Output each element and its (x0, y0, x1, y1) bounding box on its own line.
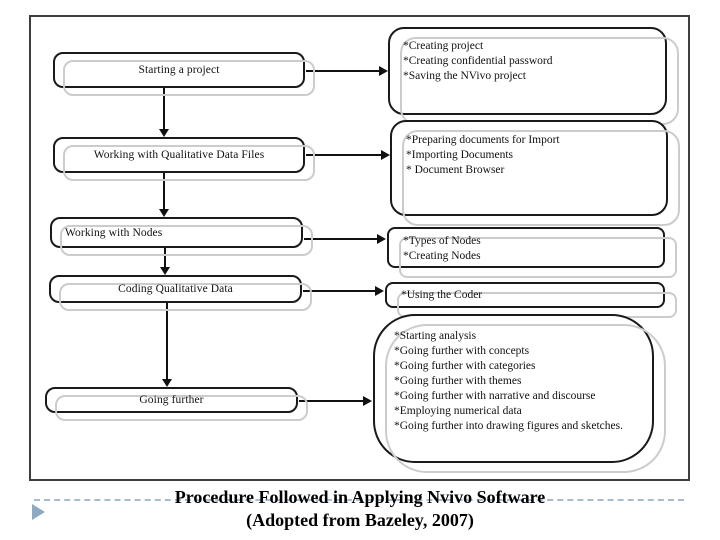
down-arrow-head-3-icon (160, 267, 170, 275)
detail-line: *Creating confidential password (403, 55, 553, 67)
detail-line: *Going further into drawing figures and … (394, 420, 623, 432)
down-arrow-head-1-icon (159, 129, 169, 137)
detail-box-going-further: *Starting analysis *Going further with c… (373, 314, 666, 473)
detail-line: *Saving the NVivo project (403, 70, 526, 82)
right-arrow-head-2-icon (381, 150, 390, 160)
down-arrow-line-4 (166, 303, 168, 380)
detail-box-starting-a-project: *Creating project *Creating confidential… (388, 27, 679, 125)
detail-box-working-with-nodes: *Types of Nodes *Creating Nodes (387, 227, 677, 278)
stage-box-coding-qualitative-data: Coding Qualitative Data (49, 275, 312, 311)
stage-box-working-with-nodes: Working with Nodes (50, 217, 313, 256)
stage-label: Starting a project (138, 64, 220, 76)
detail-line: * Document Browser (406, 164, 505, 176)
stage-label: Going further (139, 394, 204, 406)
caption-dashed-line (34, 499, 684, 501)
stage-box-going-further: Going further (45, 387, 308, 421)
slide-caption: Procedure Followed in Applying Nvivo Sof… (0, 486, 720, 532)
right-arrow-line-2 (306, 154, 382, 156)
detail-line: *Using the Coder (401, 289, 483, 301)
detail-line: *Going further with themes (394, 375, 522, 387)
right-arrow-head-4-icon (375, 286, 384, 296)
right-arrow-line-1 (306, 70, 380, 72)
diagram-frame (29, 15, 690, 481)
detail-box-coding-qualitative-data: *Using the Coder (385, 282, 677, 318)
detail-line: *Employing numerical data (394, 405, 522, 417)
detail-line: *Going further with concepts (394, 345, 530, 357)
caption-line-2: (Adopted from Bazeley, 2007) (246, 510, 474, 530)
caption-line-1: Procedure Followed in Applying Nvivo Sof… (174, 487, 546, 507)
down-arrow-line-3 (164, 248, 166, 269)
detail-line: *Going further with narrative and discou… (394, 390, 596, 402)
right-arrow-line-5 (299, 400, 365, 402)
stage-box-starting-a-project: Starting a project (53, 52, 315, 96)
down-arrow-line-2 (163, 173, 165, 211)
detail-line: *Going further with categories (394, 360, 536, 372)
stage-label: Working with Nodes (65, 226, 163, 239)
detail-line: *Creating project (403, 40, 484, 52)
stage-label: Working with Qualitative Data Files (93, 149, 265, 161)
right-arrow-head-5-icon (363, 396, 372, 406)
stage-label: Coding Qualitative Data (118, 283, 233, 295)
stage-box-qualitative-data-files: Working with Qualitative Data Files (53, 137, 315, 181)
bullet-triangle-icon (32, 504, 45, 520)
right-arrow-head-3-icon (377, 234, 386, 244)
detail-line: *Types of Nodes (403, 235, 481, 247)
down-arrow-head-2-icon (159, 209, 169, 217)
right-arrow-head-1-icon (379, 66, 388, 76)
detail-line: *Importing Documents (406, 149, 513, 161)
detail-line: *Preparing documents for Import (406, 134, 560, 146)
right-arrow-line-4 (303, 290, 376, 292)
down-arrow-line-1 (163, 88, 165, 131)
right-arrow-line-3 (304, 238, 378, 240)
detail-line: *Starting analysis (394, 330, 477, 342)
detail-line: *Creating Nodes (403, 250, 481, 262)
detail-box-qualitative-data-files: *Preparing documents for Import *Importi… (390, 120, 680, 226)
down-arrow-head-4-icon (162, 379, 172, 387)
